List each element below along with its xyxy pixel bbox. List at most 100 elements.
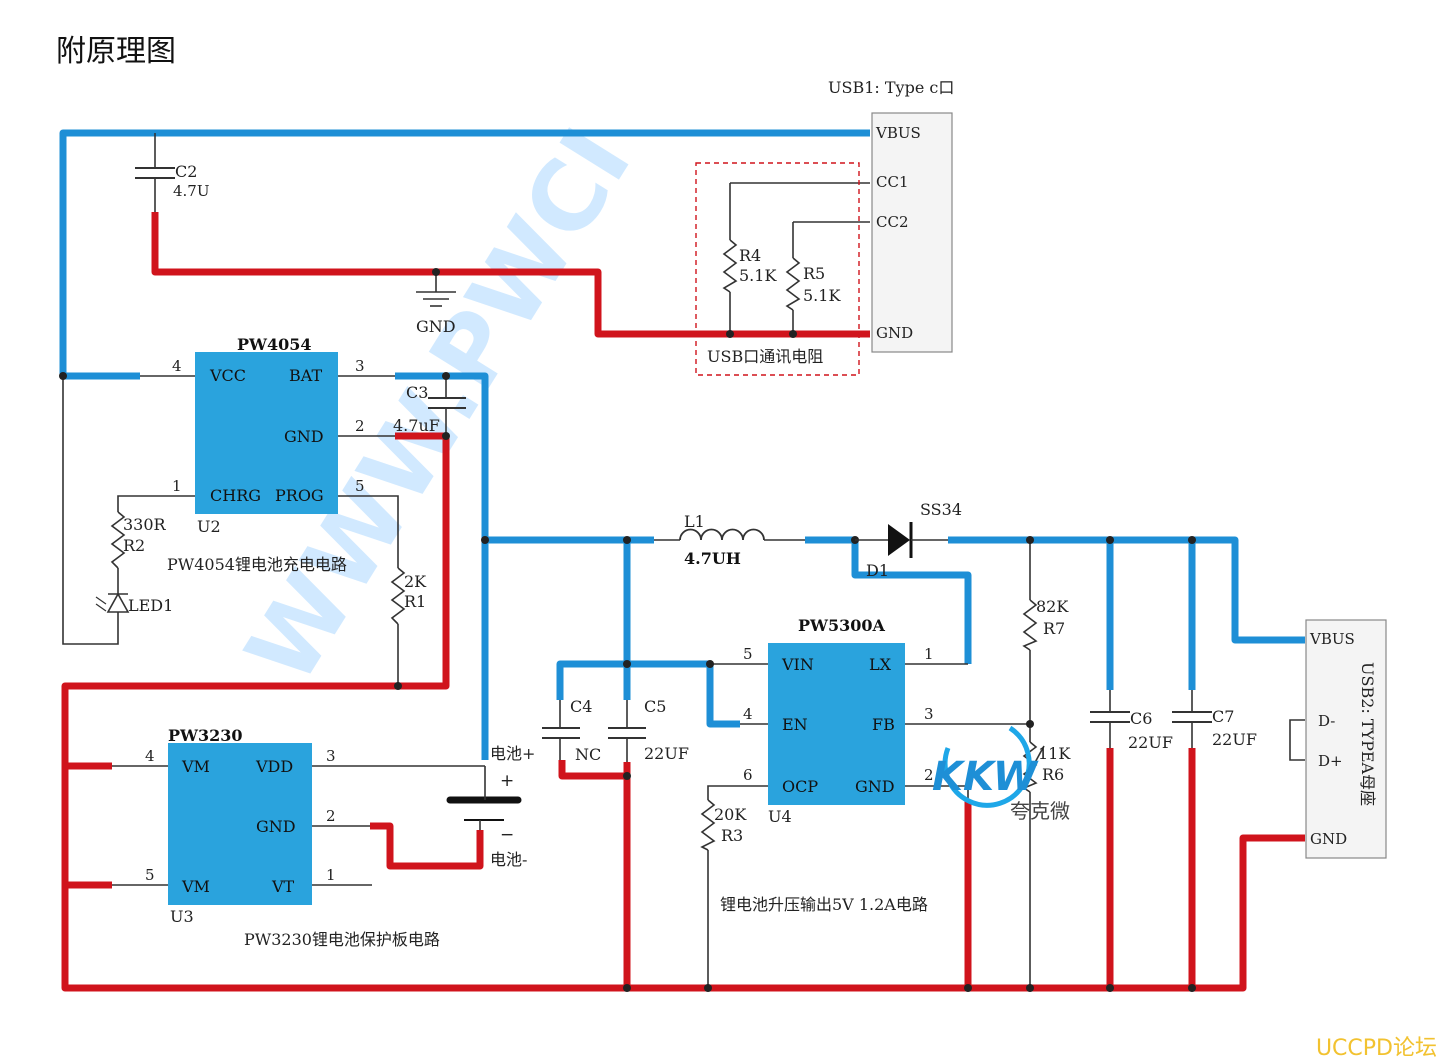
u4-pin-fb: FB xyxy=(872,715,895,734)
battery-plus-label: 电池+ xyxy=(490,744,535,763)
usb2-connector: VBUS D- D+ GND USB2: TYPEA母座 xyxy=(1305,619,1387,859)
u3-pin-number: 4 xyxy=(145,747,155,765)
battery-minus-label: 电池- xyxy=(490,850,527,869)
u4-pin-number: 4 xyxy=(743,705,753,723)
u3-pin-gnd: GND xyxy=(256,817,296,836)
r2-ref: R2 xyxy=(123,536,145,555)
usb2-pin-dplus: D+ xyxy=(1318,752,1343,770)
usb1-title: USB1: Type c口 xyxy=(828,78,954,97)
usb2-pin-dminus: D- xyxy=(1318,712,1335,730)
u2-pin-number: 2 xyxy=(355,417,365,435)
r4-ref: R4 xyxy=(739,246,761,265)
d1-ref: D1 xyxy=(866,561,889,580)
u4-pin-number: 5 xyxy=(743,645,753,663)
c6-value: 22UF xyxy=(1128,733,1173,752)
r5-ref: R5 xyxy=(803,264,825,283)
u3-pin-number: 3 xyxy=(326,747,336,765)
r1-value: 2K xyxy=(404,572,427,591)
resistor-r7: 82K R7 xyxy=(1022,597,1069,651)
c5-value: 22UF xyxy=(644,744,689,763)
battery-symbol: 电池+ + − 电池- xyxy=(446,744,535,869)
u2-pin-bat: BAT xyxy=(289,366,322,385)
usb-cc-resistor-group xyxy=(695,162,860,376)
c7-value: 22UF xyxy=(1212,730,1257,749)
resistor-r2: 330R R2 xyxy=(110,511,167,569)
r1-ref: R1 xyxy=(404,592,426,611)
r3-value: 20K xyxy=(714,805,747,824)
resistor-r4: R4 5.1K xyxy=(722,239,777,293)
battery-plus-sign: + xyxy=(500,771,514,791)
r6-value: 11K xyxy=(1038,744,1071,763)
u3-chip: PW3230 VM VDD GND VM VT 4 3 2 5 1 U3 PW3… xyxy=(145,726,440,949)
c3-ref: C3 xyxy=(406,383,428,402)
u2-pin-number: 5 xyxy=(355,477,365,495)
led1-ref: LED1 xyxy=(128,596,173,615)
u4-caption: 锂电池升压输出5V 1.2A电路 xyxy=(720,895,928,914)
forum-footer: UCCPD论坛 xyxy=(1315,1036,1437,1061)
capacitor-c2: C2 4.7U xyxy=(135,162,210,200)
u4-pin-number: 3 xyxy=(924,705,934,723)
u2-pin-chrg: CHRG xyxy=(210,486,261,505)
logo-text: KKW xyxy=(932,754,1039,800)
r7-ref: R7 xyxy=(1043,619,1065,638)
capacitor-c5: C5 22UF xyxy=(608,697,689,763)
resistor-r6: 11K R6 xyxy=(1019,741,1071,793)
u2-pin-number: 3 xyxy=(355,357,365,375)
capacitor-c3: C3 4.7uF xyxy=(393,383,466,435)
l1-value: 4.7UH xyxy=(684,549,741,568)
c4-ref: C4 xyxy=(570,697,592,716)
u3-ref: U3 xyxy=(170,907,194,926)
c4-value: NC xyxy=(575,745,601,764)
usb2-pin-gnd: GND xyxy=(1310,830,1347,848)
u4-pin-number: 2 xyxy=(924,766,934,784)
usb2-title: USB2: TYPEA母座 xyxy=(1358,662,1377,806)
u2-pin-number: 1 xyxy=(172,477,182,495)
u2-pin-number: 4 xyxy=(172,357,182,375)
usb1-pin-cc2: CC2 xyxy=(876,213,909,231)
c6-ref: C6 xyxy=(1130,709,1152,728)
u3-pin-vdd: VDD xyxy=(255,757,293,776)
capacitor-c4: C4 NC xyxy=(542,697,601,764)
resistor-r3: 20K R3 xyxy=(700,799,747,851)
c5-ref: C5 xyxy=(644,697,666,716)
u3-pin-vt: VT xyxy=(271,877,295,896)
u4-pin-number: 1 xyxy=(924,645,934,663)
r4-value: 5.1K xyxy=(739,266,777,285)
ground-symbol: GND xyxy=(416,291,456,336)
c3-value: 4.7uF xyxy=(393,416,440,435)
c7-ref: C7 xyxy=(1212,707,1234,726)
vbus-net-highlight xyxy=(59,129,1305,760)
l1-ref: L1 xyxy=(684,512,705,531)
u4-pin-number: 6 xyxy=(743,766,753,784)
usb2-pin-vbus: VBUS xyxy=(1309,630,1355,648)
u2-ref: U2 xyxy=(197,517,221,536)
u3-caption: PW3230锂电池保护板电路 xyxy=(244,930,440,949)
junction-dots xyxy=(59,268,1196,992)
c2-value: 4.7U xyxy=(173,182,210,200)
page-title: 附原理图 xyxy=(56,34,176,69)
c2-ref: C2 xyxy=(175,162,197,181)
inductor-l1: L1 4.7UH xyxy=(679,512,765,568)
battery-minus-sign: − xyxy=(500,825,514,845)
u3-pin-vm-top: VM xyxy=(181,757,210,776)
u4-chip: PW5300A VIN EN OCP LX FB GND 5 4 6 1 3 2… xyxy=(720,616,934,914)
r6-ref: R6 xyxy=(1042,765,1064,784)
r5-value: 5.1K xyxy=(803,286,841,305)
u3-pin-number: 2 xyxy=(326,807,336,825)
u3-name: PW3230 xyxy=(168,726,243,745)
u2-pin-prog: PROG xyxy=(275,486,324,505)
u4-pin-ocp: OCP xyxy=(782,777,818,796)
diode-d1: SS34 D1 xyxy=(855,500,962,580)
u2-pin-gnd: GND xyxy=(284,427,324,446)
capacitor-c6: C6 22UF xyxy=(1090,709,1173,752)
u4-pin-lx: LX xyxy=(869,655,892,674)
usb1-pin-cc1: CC1 xyxy=(876,173,909,191)
gnd-label: GND xyxy=(416,317,456,336)
u2-caption: PW4054锂电池充电电路 xyxy=(167,555,347,574)
u2-chip: PW4054 VCC BAT GND CHRG PROG 4 3 2 1 5 U… xyxy=(167,335,365,574)
usb-cc-group-label: USB口通讯电阻 xyxy=(707,347,823,366)
usb1-pin-gnd: GND xyxy=(876,324,913,342)
u4-pin-gnd: GND xyxy=(855,777,895,796)
u3-pin-number: 5 xyxy=(145,866,155,884)
